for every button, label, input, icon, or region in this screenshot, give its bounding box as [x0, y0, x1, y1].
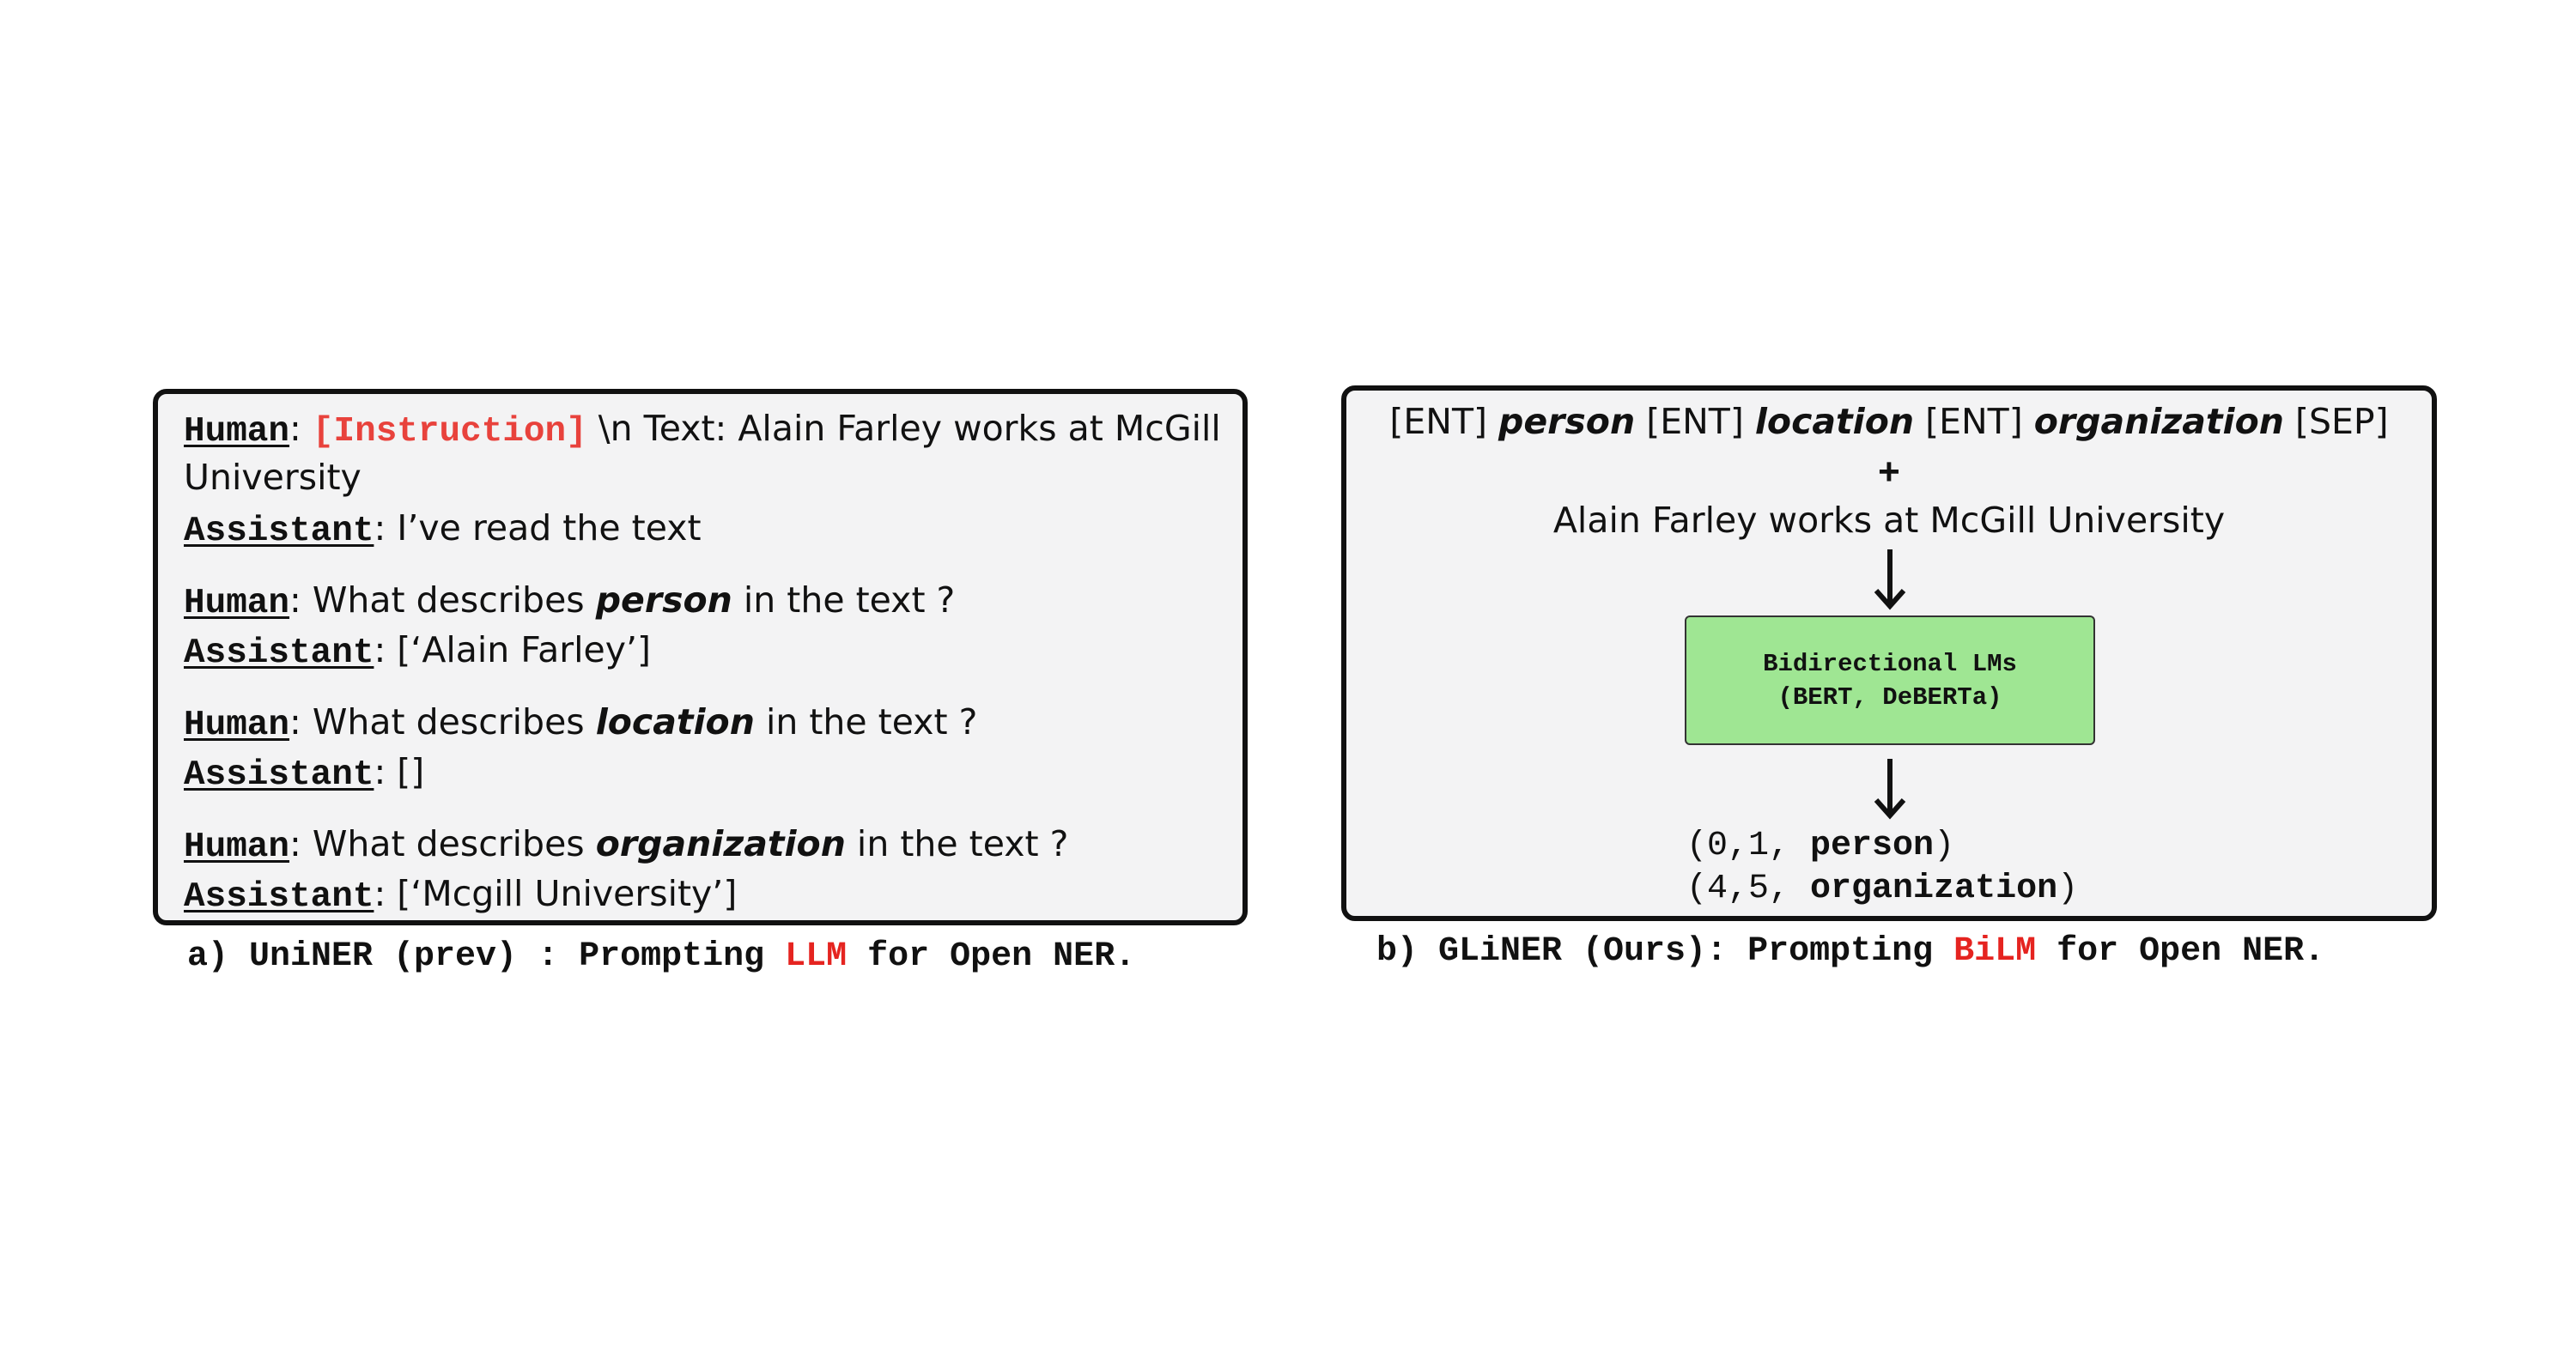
question-location: Human: What describes location in the te… — [184, 701, 978, 745]
prompt-line-instruction: Human: [Instruction] \n Text: Alain Farl… — [184, 408, 1221, 452]
answer-location: Assistant: [] — [184, 751, 425, 795]
speaker-human: Human — [184, 706, 290, 745]
model-box-examples: (BERT, DeBERTa) — [1777, 682, 2002, 712]
input-sentence: Alain Farley works at McGill University — [1552, 500, 2226, 541]
speaker-human: Human — [184, 412, 290, 452]
answer-person: Assistant: [‘Alain Farley’] — [184, 629, 652, 673]
entity-type-organization: organization — [595, 823, 846, 864]
entity-type-person: person — [595, 579, 732, 621]
down-arrow-icon — [1874, 549, 1906, 610]
model-box-title: Bidirectional LMs — [1763, 649, 2017, 678]
caption-gliner: b) GLiNER (Ours): Prompting BiLM for Ope… — [1376, 932, 2325, 971]
uniner-prompt-panel: Human: [Instruction] \n Text: Alain Farl… — [153, 389, 1248, 925]
speaker-assistant: Assistant — [184, 755, 374, 795]
speaker-human: Human — [184, 828, 290, 867]
entity-type-organization: organization — [2033, 401, 2284, 442]
caption-highlight-llm: LLM — [785, 937, 848, 976]
prompt-line-ack: Assistant: I’ve read the text — [184, 507, 702, 551]
prompt-line-continuation: University — [184, 457, 361, 498]
question-person: Human: What describes person in the text… — [184, 579, 956, 623]
caption-uniner: a) UniNER (prev) : Prompting LLM for Ope… — [187, 937, 1136, 976]
gliner-panel: [ENT] person [ENT] location [ENT] organi… — [1341, 385, 2437, 921]
instruction-placeholder: [Instruction] — [312, 412, 587, 452]
entity-type-person: person — [1498, 401, 1636, 442]
question-organization: Human: What describes organization in th… — [184, 823, 1069, 867]
bidirectional-lm-box: Bidirectional LMs (BERT, DeBERTa) — [1685, 615, 2095, 745]
speaker-assistant: Assistant — [184, 634, 374, 673]
output-span-organization: (4,5, organization) — [1686, 870, 2079, 908]
plus-sign: + — [1877, 453, 1901, 496]
down-arrow-icon — [1874, 759, 1906, 820]
entity-type-prompt: [ENT] person [ENT] location [ENT] organi… — [1389, 401, 2389, 442]
entity-type-location: location — [1754, 401, 1915, 442]
output-span-person: (0,1, person) — [1686, 827, 1955, 865]
entity-type-location: location — [595, 701, 755, 743]
speaker-human: Human — [184, 584, 290, 623]
speaker-assistant: Assistant — [184, 512, 374, 551]
caption-highlight-bilm: BiLM — [1953, 932, 2037, 971]
speaker-assistant: Assistant — [184, 877, 374, 917]
answer-organization: Assistant: [‘Mcgill University’] — [184, 873, 738, 917]
